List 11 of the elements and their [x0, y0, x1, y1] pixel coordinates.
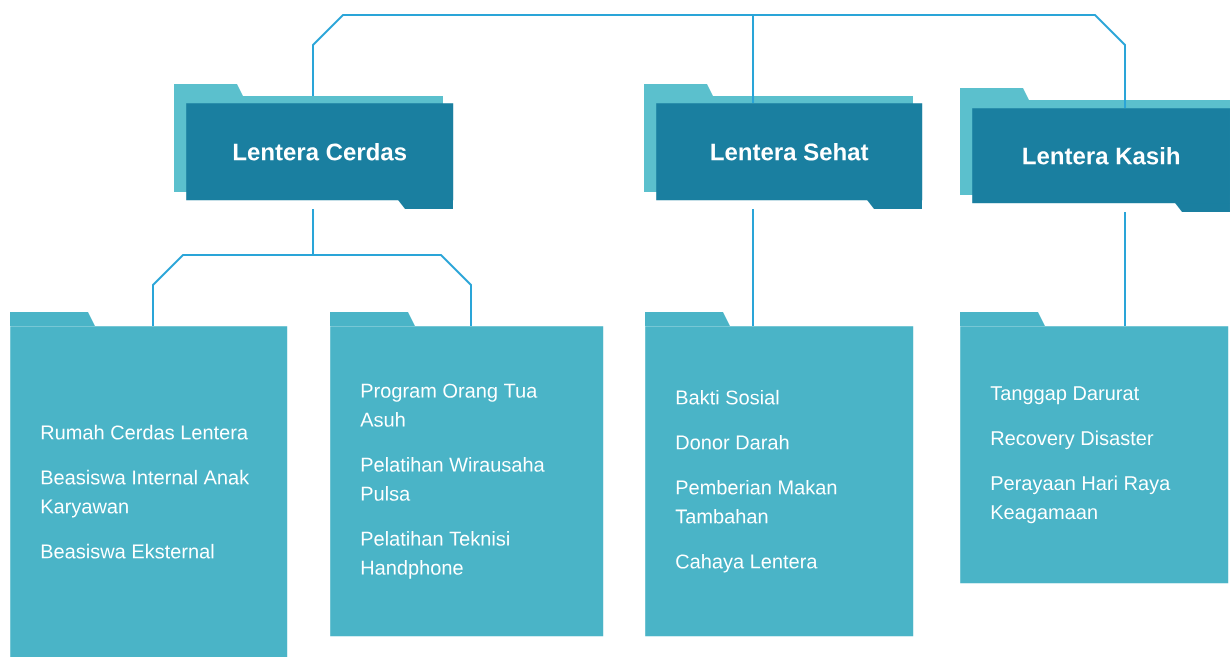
folder-header: Lentera Sehat	[644, 84, 923, 209]
connector-line	[752, 208, 754, 327]
connector-line	[1124, 211, 1126, 327]
folder-header: Lentera Cerdas	[174, 84, 454, 209]
folder-card: Bakti Sosial Donor Darah Pemberian Makan Tambahan Cahaya Lentera	[645, 312, 914, 637]
connector-line	[752, 14, 1126, 109]
connector-line	[312, 208, 472, 327]
folder-header: Lentera Kasih	[960, 88, 1230, 212]
folder-card: Rumah Cerdas Lentera Beasiswa Internal Anak Karyawan Beasiswa Eksternal	[10, 312, 288, 657]
folder-card: Tanggap Darurat Recovery Disaster Perayaan Hari Raya Keagamaan	[960, 312, 1229, 584]
folder-card: Program Orang Tua Asuh Pelatihan Wirausaha Pulsa Pelatihan Teknisi Handphone	[330, 312, 604, 637]
